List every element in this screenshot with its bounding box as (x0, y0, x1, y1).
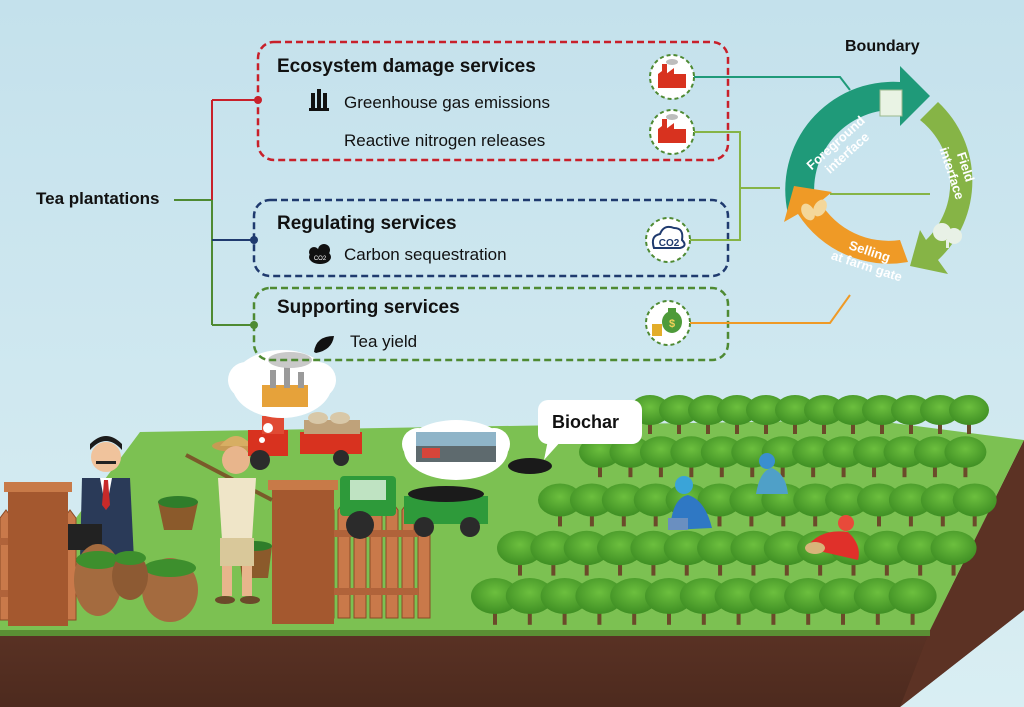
root-label: Tea plantations (36, 189, 160, 208)
green-tractor (340, 476, 488, 539)
damage-item-nitrogen: Reactive nitrogen releases (344, 131, 546, 150)
road-thought-bubble (402, 420, 510, 480)
red-tractor (248, 412, 362, 470)
tea-picker-1 (668, 476, 712, 530)
co2-icon-text: CO2 (659, 238, 680, 249)
brick-pillars (4, 480, 338, 626)
cycle-connectors (690, 76, 851, 324)
boundary-label: Boundary (845, 38, 920, 55)
tea-field (471, 395, 997, 625)
regulating-services-title: Regulating services (277, 213, 457, 234)
leaves-icon (801, 199, 827, 221)
factory-thought-bubble (228, 350, 336, 443)
smokestack-icon (309, 89, 329, 111)
factory-icon-2 (649, 109, 695, 155)
tea-picker-2 (756, 453, 788, 494)
biochar-callout (508, 400, 642, 474)
businessman-figure (68, 436, 134, 560)
regulating-services-box (252, 198, 730, 278)
farmer-figure (158, 436, 273, 604)
co2-cloud-icon-text: CO2 (314, 256, 327, 262)
damage-item-greenhouse: Greenhouse gas emissions (344, 93, 551, 112)
money-bag-icon: $ (645, 300, 691, 346)
tea-picker-3 (805, 515, 859, 560)
damage-services-box (256, 40, 730, 162)
leaf-icon (314, 336, 334, 353)
package-icon (879, 89, 903, 117)
tree-connectors (174, 96, 262, 329)
factory-icon-1 (649, 54, 695, 100)
tea-bags (74, 544, 198, 622)
tree-icon (933, 223, 962, 248)
biochar-label: Biochar (552, 412, 620, 432)
damage-services-title: Ecosystem damage services (277, 56, 536, 77)
supporting-item-tea-yield: Tea yield (350, 332, 418, 351)
co2-icon: CO2 (645, 217, 691, 263)
money-bag-icon-text: $ (669, 318, 675, 330)
co2-cloud-icon: CO2 (309, 244, 331, 264)
regulating-item-carbon: Carbon sequestration (344, 245, 507, 264)
supporting-services-title: Supporting services (277, 297, 460, 318)
